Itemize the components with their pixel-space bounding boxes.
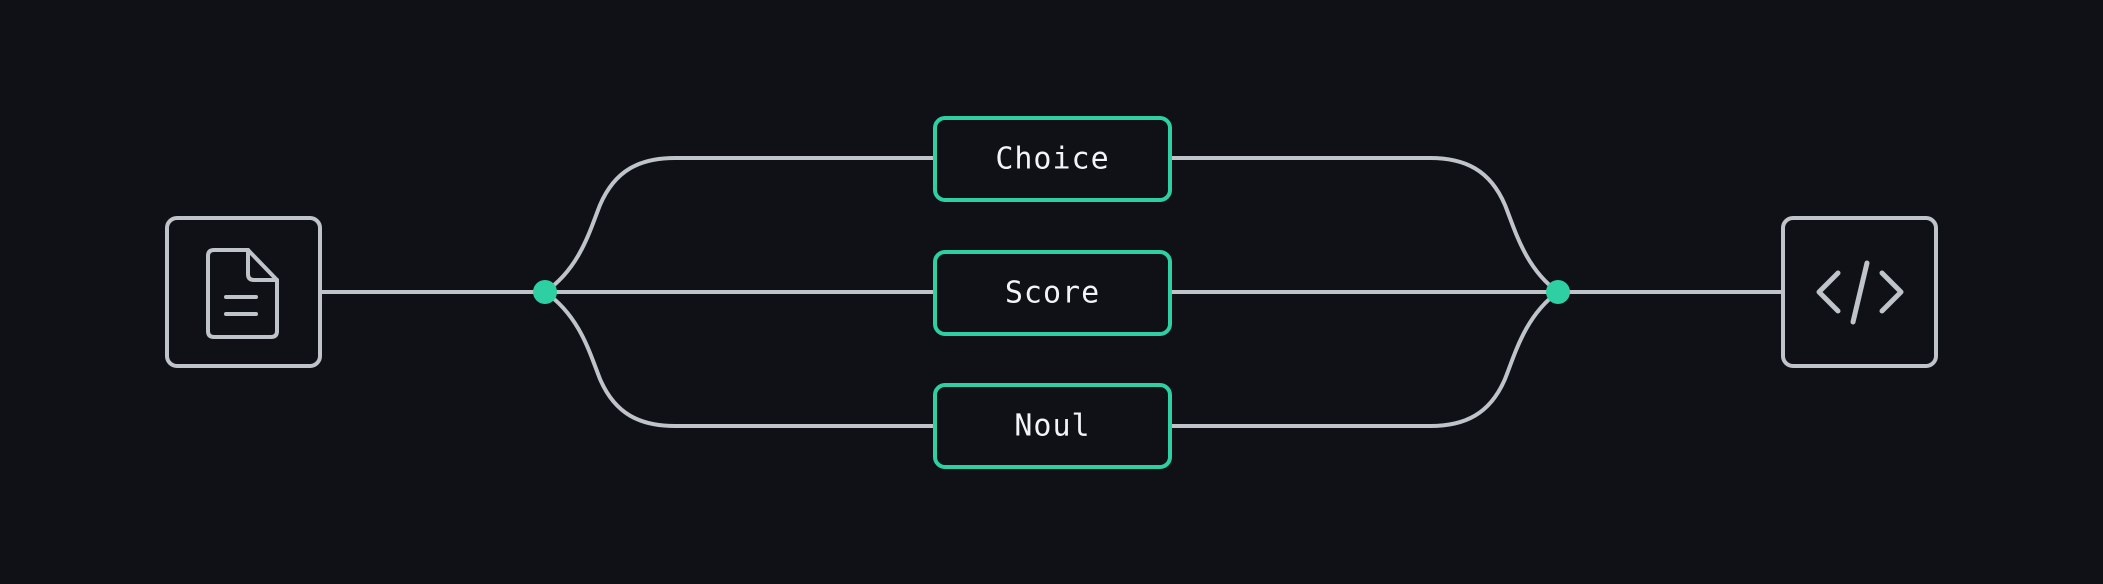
split-to-choice-connector <box>543 156 937 294</box>
code-icon <box>1816 260 1904 325</box>
branch-node-noul[interactable]: Noul <box>933 383 1172 469</box>
choice-to-merge-connector <box>1168 156 1560 294</box>
connectors <box>320 156 1784 428</box>
branch-node-score[interactable]: Score <box>933 250 1172 336</box>
document-icon <box>206 248 279 339</box>
branch-label-choice: Choice <box>995 142 1109 177</box>
merge-junction-dot <box>1546 280 1570 304</box>
branch-node-choice[interactable]: Choice <box>933 116 1172 202</box>
split-to-noul-connector <box>543 290 937 428</box>
branch-label-noul: Noul <box>1014 409 1090 444</box>
noul-to-merge-connector <box>1168 290 1560 428</box>
input-node[interactable] <box>165 216 322 368</box>
output-node[interactable] <box>1781 216 1938 368</box>
branch-label-score: Score <box>1005 276 1100 311</box>
split-junction-dot <box>533 280 557 304</box>
